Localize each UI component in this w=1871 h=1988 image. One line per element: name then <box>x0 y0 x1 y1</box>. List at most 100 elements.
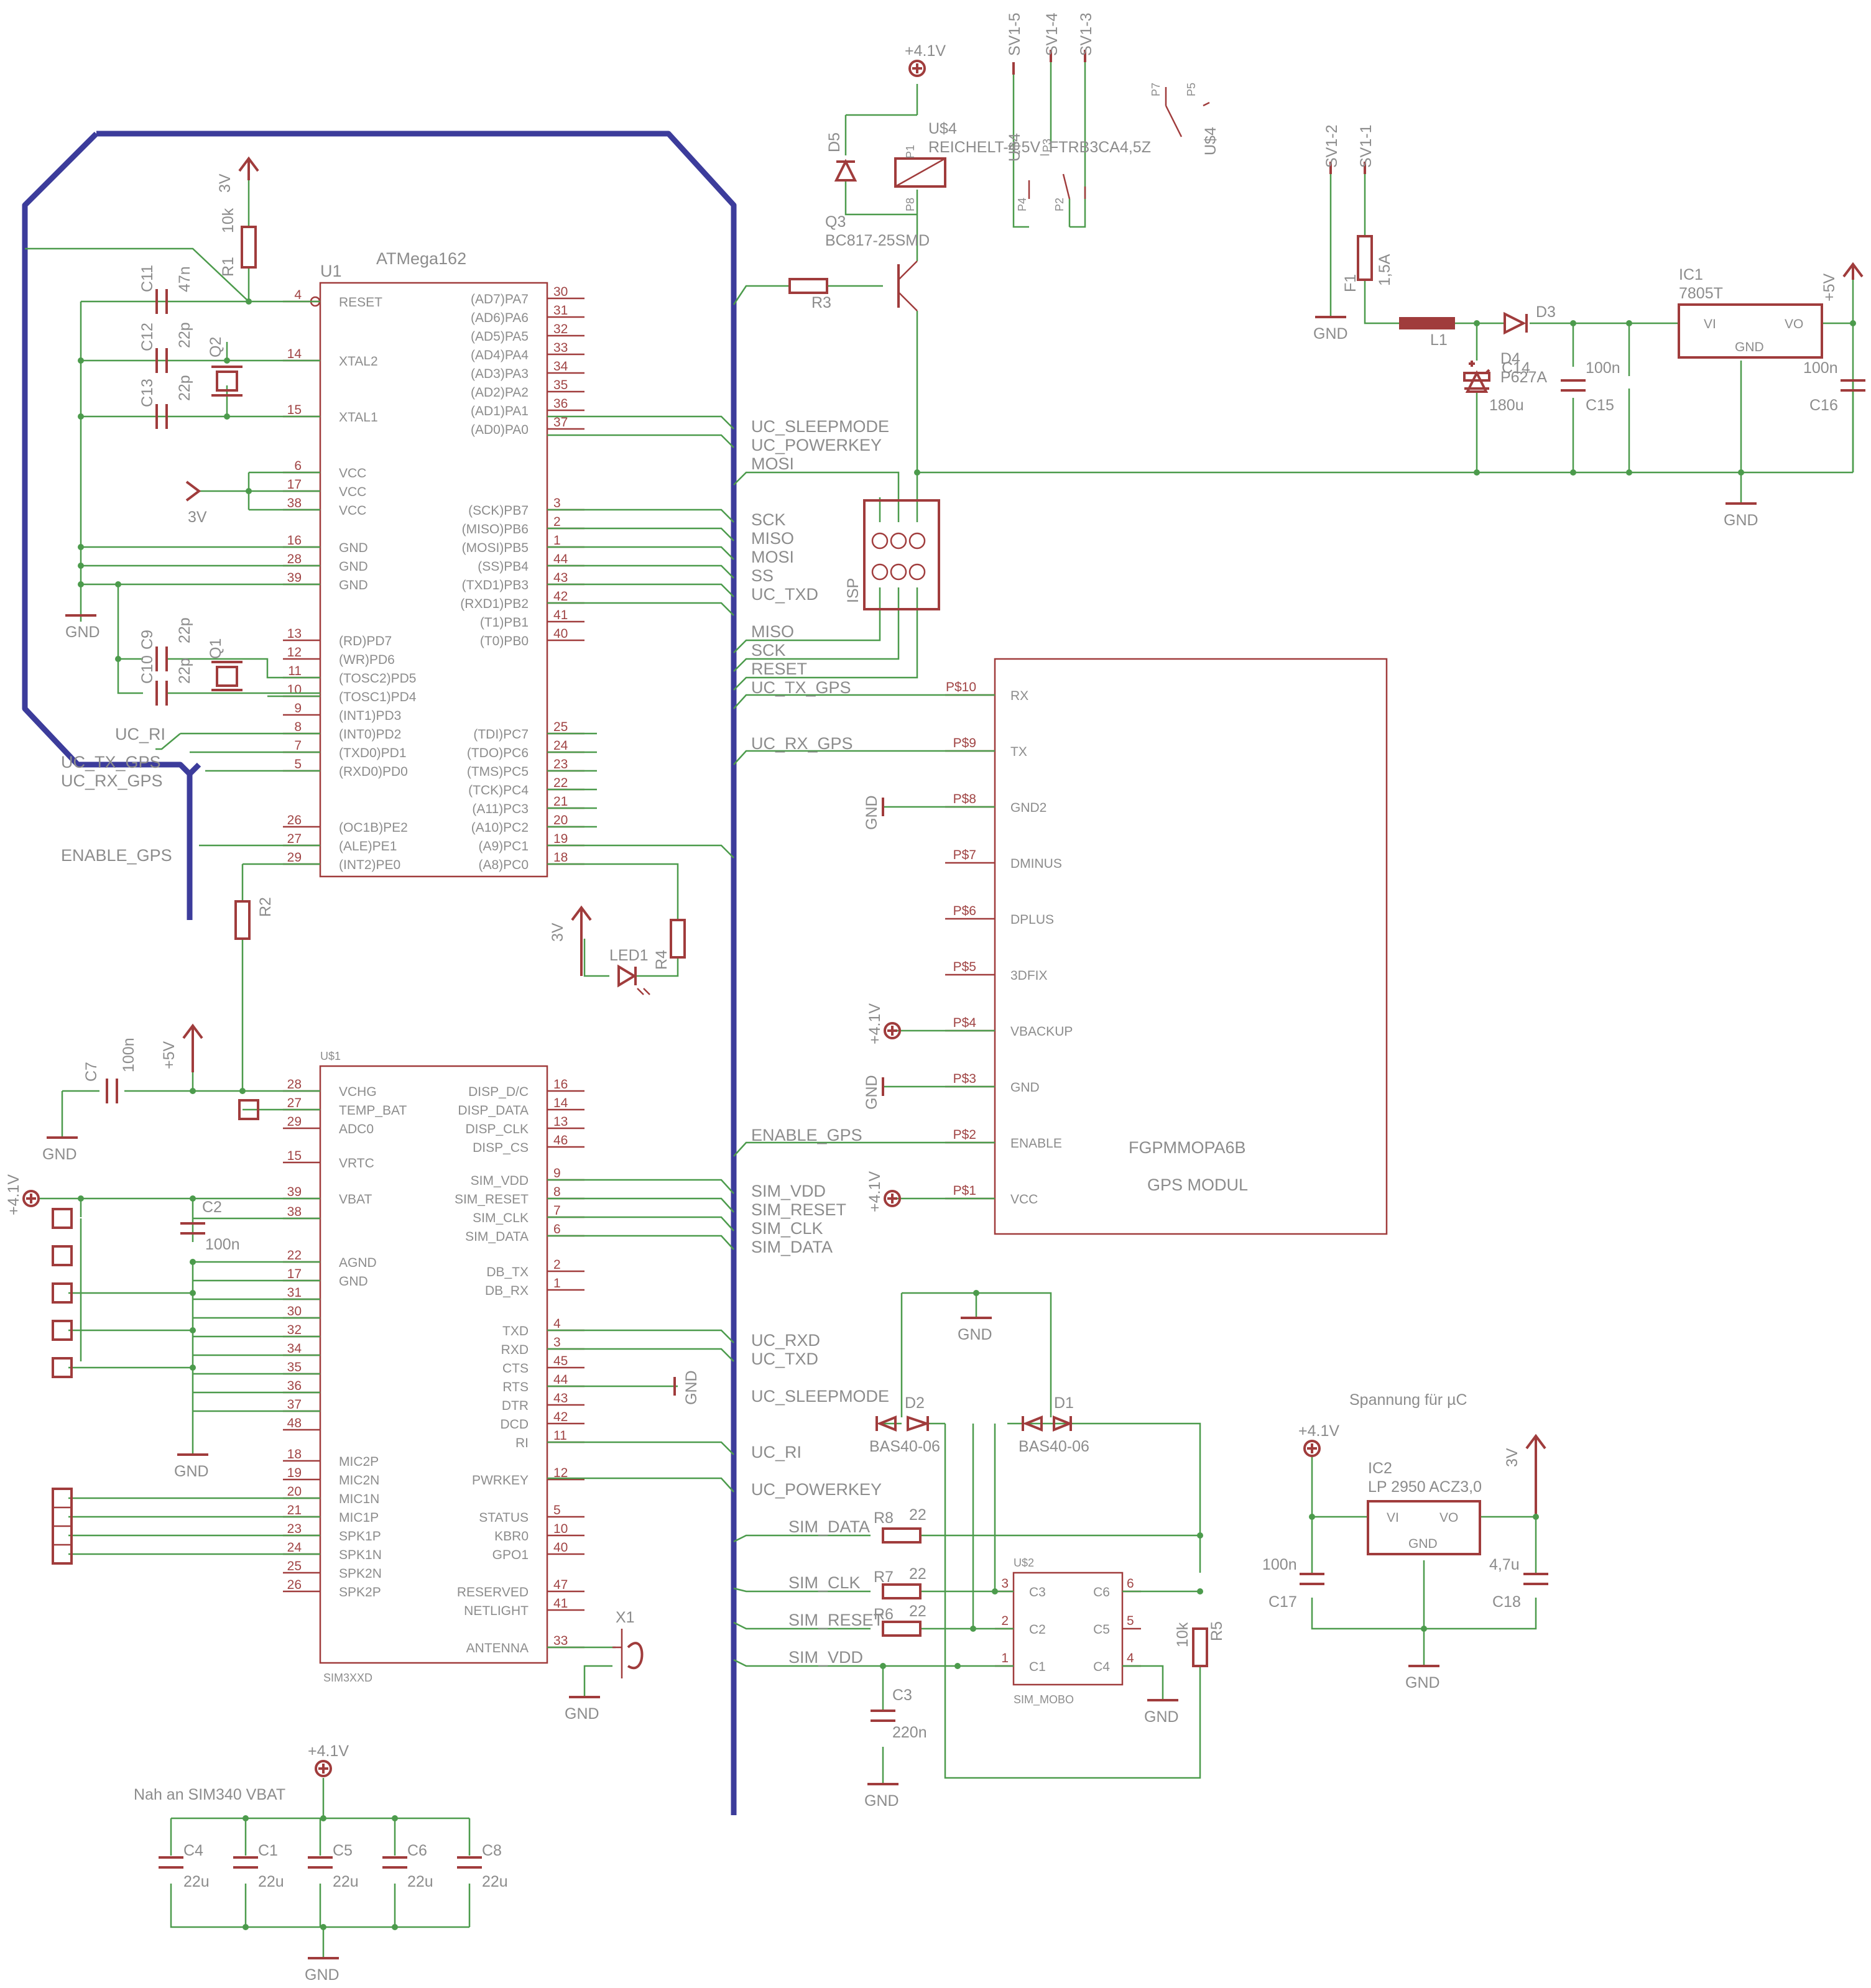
c5-value: 22u <box>333 1873 359 1890</box>
u1-pin-number: 44 <box>553 552 568 566</box>
usim-pin-number: 41 <box>553 1596 568 1611</box>
usim-pin-number: 20 <box>287 1484 302 1499</box>
wires <box>25 50 1854 1958</box>
simholder-pin-number: 5 <box>1127 1614 1134 1628</box>
parts <box>52 50 1865 1869</box>
usim-pin-number: 45 <box>553 1354 568 1368</box>
c12-ref: C12 <box>139 323 156 351</box>
v3-label-1: 3V <box>216 173 234 193</box>
usim-pin-name: SIM_DATA <box>465 1230 529 1244</box>
u1-pin-number: 30 <box>553 285 568 299</box>
ic1-vi: VI <box>1704 317 1716 331</box>
net-mosi-1: MOSI <box>751 454 794 473</box>
net-mosi-2: MOSI <box>751 548 794 566</box>
c18-ref: C18 <box>1492 1593 1521 1611</box>
sv11-label: SV1-1 <box>1357 125 1375 168</box>
u1-pin-name: (ALE)PE1 <box>339 839 397 854</box>
usim-pin-name: MIC2P <box>339 1455 379 1469</box>
usim-pin-number: 19 <box>287 1466 302 1480</box>
v41-label-5: +4.1V <box>866 1003 884 1044</box>
l1-ref: L1 <box>1430 331 1448 349</box>
u1-atmega162[interactable]: U1 ATMega162 4RESET14XTAL215XTAL16VCC17V… <box>283 249 584 878</box>
usim-pin-number: 46 <box>553 1133 568 1148</box>
u1-pin-number: 14 <box>287 347 302 361</box>
c11-value: 47n <box>176 266 193 292</box>
u1-pin-name: (SCK)PB7 <box>468 504 529 518</box>
c5-ref: C5 <box>333 1842 353 1859</box>
net-uc-powerkey-1: UC_POWERKEY <box>751 436 882 454</box>
f1-body <box>1357 235 1373 281</box>
u1-pin-name: (AD7)PA7 <box>471 292 529 306</box>
simholder-pin-name: C1 <box>1029 1660 1046 1674</box>
r6-ref: R6 <box>874 1606 894 1623</box>
gps-pin-name: VCC <box>1010 1192 1038 1207</box>
net-enable-gps-1: ENABLE_GPS <box>751 1126 862 1144</box>
u1-pin-number: 1 <box>553 533 561 548</box>
usim-pin-number: 13 <box>553 1115 568 1129</box>
usim-pin-name: ANTENNA <box>466 1641 529 1655</box>
junctions <box>78 298 1856 1930</box>
net-uc-txd-2: UC_TXD <box>751 1350 818 1368</box>
usim-pin-name: MIC1N <box>339 1492 379 1506</box>
u1-pin-name: (AD4)PA4 <box>471 348 529 362</box>
gps-pins: P$10RXP$9TXP$8GND2P$7DMINUSP$6DPLUSP$53D… <box>945 680 1073 1207</box>
u1-pin-name: (A8)PC0 <box>478 858 529 872</box>
usim-pin-number: 17 <box>287 1267 302 1281</box>
usim-pin-number: 18 <box>287 1447 302 1461</box>
c6-ref: C6 <box>407 1842 427 1859</box>
c2-value: 100n <box>205 1236 240 1253</box>
gps-module[interactable]: FGPMMOPA6B GPS MODUL P$10RXP$9TXP$8GND2P… <box>945 658 1388 1235</box>
sv13-label: SV1-3 <box>1078 13 1095 56</box>
usim-pin-name: DB_RX <box>485 1284 529 1298</box>
c1-ref: C1 <box>258 1842 278 1859</box>
gnd-label-8: GND <box>864 1792 899 1810</box>
usim-pin-number: 7 <box>553 1203 561 1218</box>
p3-label: P3 <box>1041 139 1053 152</box>
c7-ref: C7 <box>83 1062 100 1082</box>
u1-pin-name: XTAL1 <box>339 410 378 425</box>
usim-module[interactable]: U$1 SIM3XXD 28VCHG27TEMP_BAT29ADC015VRTC… <box>283 1050 584 1684</box>
u1-pin-number: 40 <box>553 627 568 641</box>
usim-pin-name: NETLIGHT <box>464 1604 529 1618</box>
u1-pin-name: GND <box>339 541 368 555</box>
u1-pin-number: 19 <box>553 832 568 846</box>
u1-pin-name: (RXD1)PB2 <box>460 597 529 611</box>
net-sck-1: SCK <box>751 510 786 529</box>
usim-pin-number: 37 <box>287 1397 302 1412</box>
r3-body <box>788 278 828 294</box>
u1-pin-name: (AD3)PA3 <box>471 367 529 381</box>
u1-pin-number: 32 <box>553 322 568 336</box>
d5-ref: D5 <box>826 132 843 152</box>
c18-value: 4,7u <box>1489 1556 1520 1573</box>
net-sim-reset-2: SIM_RESET <box>788 1611 884 1629</box>
led1-ref: LED1 <box>609 947 649 964</box>
usim-pin-number: 11 <box>553 1429 567 1443</box>
usim-pin-number: 25 <box>287 1559 302 1573</box>
ic2-vo: VO <box>1439 1511 1458 1525</box>
gps-name: FGPMMOPA6B <box>1129 1138 1246 1157</box>
usim-pin-name: DTR <box>502 1399 529 1413</box>
usim-pin-number: 34 <box>287 1341 302 1356</box>
v5-label-1: +5V <box>160 1041 178 1069</box>
r5-ref: R5 <box>1208 1621 1226 1641</box>
gnd-label-3: GND <box>1724 512 1758 529</box>
u1-pin-name: (AD5)PA5 <box>471 329 529 344</box>
u1-pin-number: 22 <box>553 776 568 790</box>
usim-pin-number: 8 <box>553 1185 561 1199</box>
net-uc-powerkey-2: UC_POWERKEY <box>751 1480 882 1499</box>
x1-ref: X1 <box>616 1609 635 1626</box>
net-enable-gps-2: ENABLE_GPS <box>61 846 172 865</box>
u1-pin-number: 43 <box>553 571 568 585</box>
gnd-label-5: GND <box>174 1463 209 1480</box>
note-uc-supply: Spannung für µC <box>1349 1391 1467 1409</box>
u1-pin-name: (INT1)PD3 <box>339 709 401 723</box>
u1-pin-name: (INT2)PE0 <box>339 858 400 872</box>
u1-pin-name: (TCK)PC4 <box>468 783 529 798</box>
gnd-label-12: GND <box>863 795 880 830</box>
us4-ref: U$4 <box>928 120 957 137</box>
usim-pin-name: RESERVED <box>457 1585 529 1599</box>
usim-pin-number: 15 <box>287 1149 302 1163</box>
gps-pin-name: VBACKUP <box>1010 1024 1073 1039</box>
usim-pin-name: DB_TX <box>486 1265 529 1279</box>
